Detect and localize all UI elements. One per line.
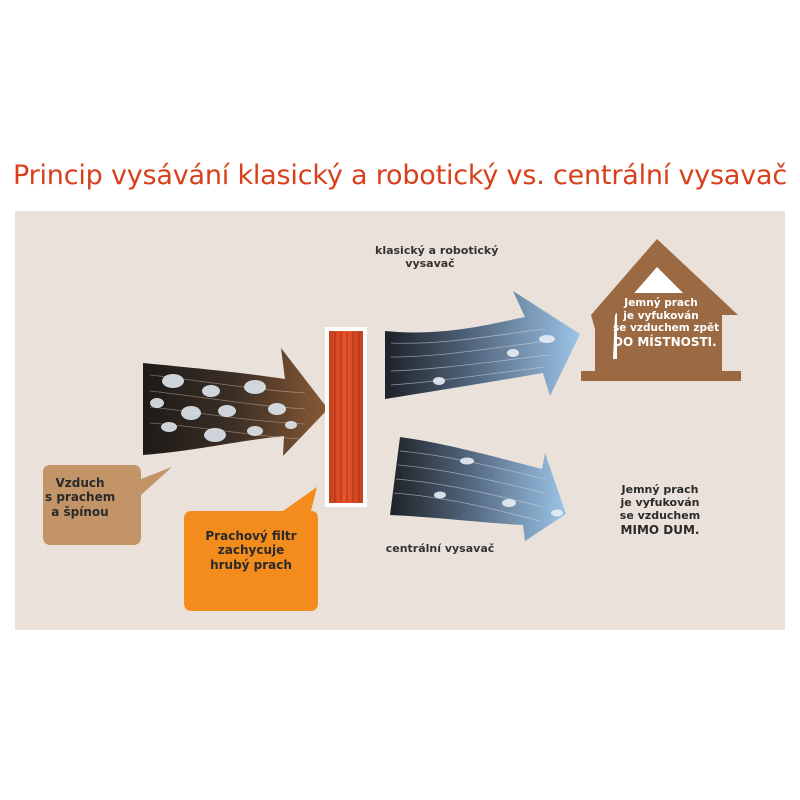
filter-panel xyxy=(325,327,367,507)
label-classic-robot: klasický a robotický vysavač xyxy=(375,244,499,271)
filter-bubble-text: Prachový filtr zachycuje hrubý prach xyxy=(187,529,315,572)
label-central: centrální vysavač xyxy=(385,542,495,555)
house-line1: Jemný prach xyxy=(624,297,698,309)
outside-line3: se vzduchem xyxy=(619,509,701,523)
fine-dust-particles-central xyxy=(434,457,563,517)
fine-dust-particles xyxy=(433,335,555,385)
outside-line2: je vyfukován xyxy=(620,496,700,510)
dirty-air-line2: s prachem xyxy=(45,490,116,505)
filter-line2: zachycuje xyxy=(217,543,285,558)
label-classic-robot-line1: klasický a robotický xyxy=(375,244,499,257)
house-icon xyxy=(581,239,741,381)
central-airflow-arrow xyxy=(390,437,566,541)
classic-robot-airflow-arrow xyxy=(385,291,580,399)
filter-bubble xyxy=(184,487,318,611)
filter-line3: hrubý prach xyxy=(210,557,292,572)
house-line3: se vzduchem zpět xyxy=(613,322,720,335)
page-title: Princip vysávání klasický a robotický vs… xyxy=(12,160,788,191)
outside-text: Jemný prach je vyfukován se vzduchem MIM… xyxy=(610,483,710,537)
dirty-air-line3: a špínou xyxy=(51,504,109,519)
house-text: Jemný prach je vyfukován se vzduchem zpě… xyxy=(613,297,720,349)
dirty-air-line1: Vzduch xyxy=(55,476,105,490)
dirty-air-bubble-text: Vzduch s prachem a špínou xyxy=(45,476,115,519)
dirty-air-bubble xyxy=(43,465,172,545)
filter-line1: Prachový filtr xyxy=(205,529,297,543)
dirty-air-arrow xyxy=(143,348,328,456)
outside-line4: MIMO DUM. xyxy=(620,522,700,537)
outside-line1: Jemný prach xyxy=(621,483,699,496)
label-classic-robot-line2: vysavač xyxy=(405,257,455,271)
diagram-panel: klasický a robotický vysavač centrální v… xyxy=(15,211,785,630)
house-line4: DO MÍSTNOSTI. xyxy=(613,334,717,349)
dust-particles xyxy=(150,374,297,442)
diagram-canvas xyxy=(43,239,741,611)
house-line2: je vyfukován xyxy=(623,309,699,322)
